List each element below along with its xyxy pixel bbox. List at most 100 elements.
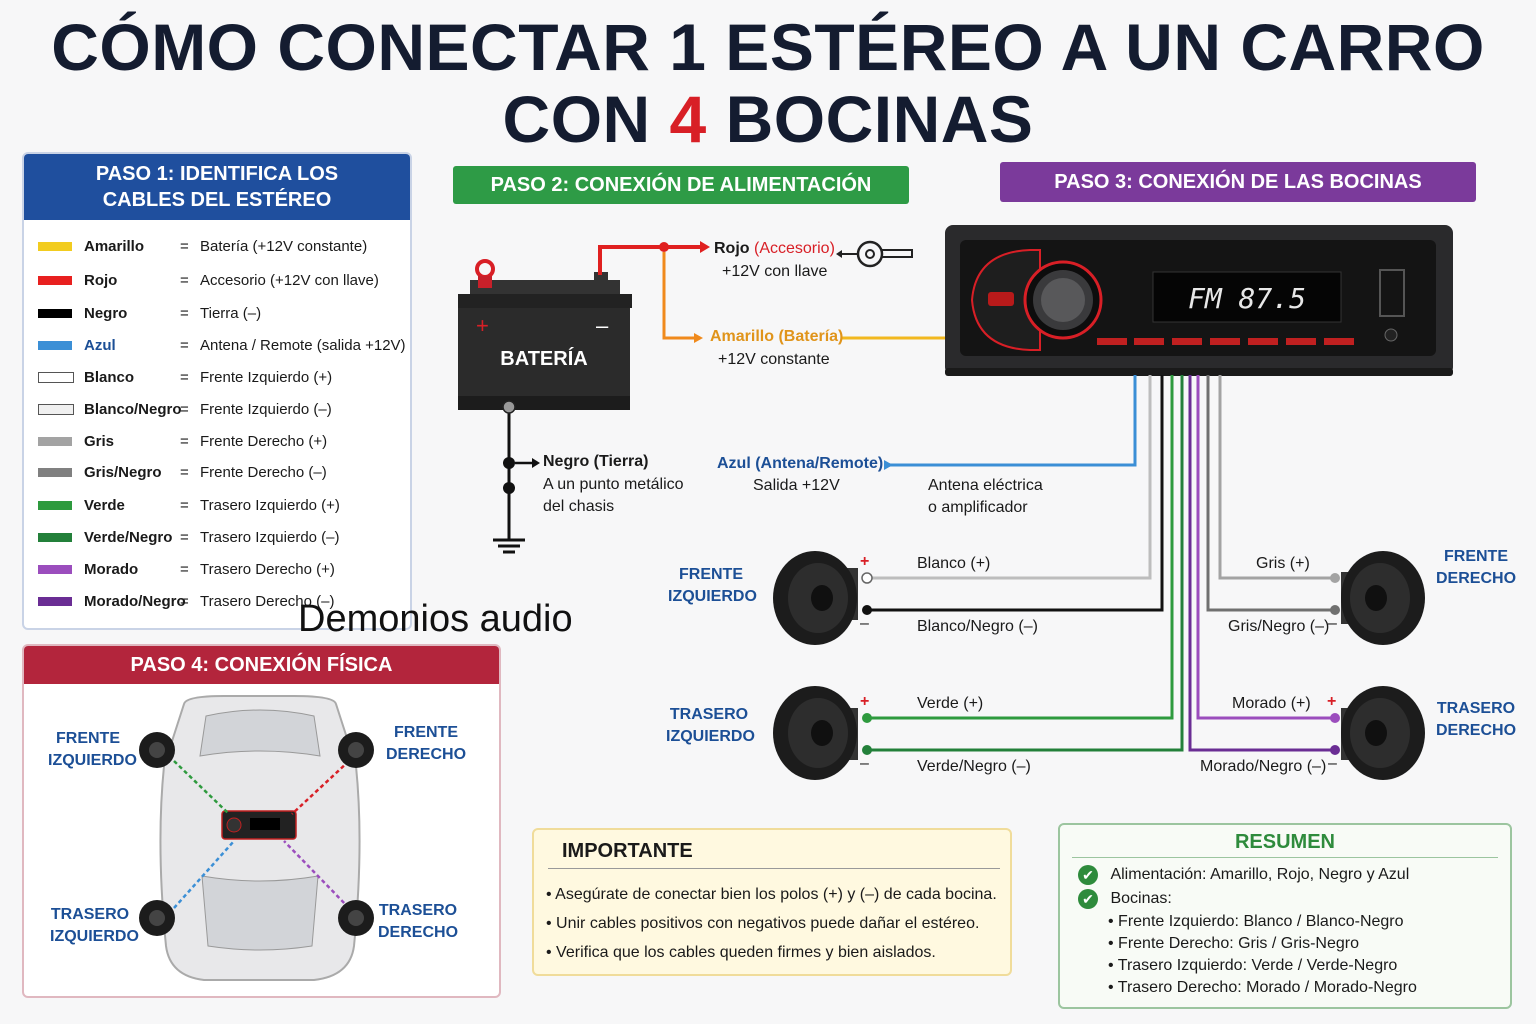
rr-minus: – (1328, 755, 1337, 772)
yellow-wire-label: Amarillo (Batería) (710, 328, 844, 345)
wire-name: Blanco (84, 368, 135, 386)
wire-swatch (38, 403, 74, 415)
purple-pos-label: Morado (+) (1232, 695, 1311, 712)
fl-minus: – (860, 615, 869, 632)
equals-sign: = (180, 336, 189, 354)
black-wire-sub1: A un punto metálico (543, 476, 684, 493)
wire-name: Verde (84, 496, 125, 514)
fr-minus: – (1328, 615, 1337, 632)
battery-plus: + (476, 313, 489, 338)
wire-name: Blanco/Negro (84, 400, 182, 418)
summary-box: RESUMEN ✔ Alimentación: Amarillo, Rojo, … (1058, 823, 1512, 1009)
wire-swatch (38, 275, 72, 285)
wire-row: Azul=Antena / Remote (salida +12V) (24, 331, 410, 359)
speaker-rear-left (773, 686, 858, 780)
summary-title: RESUMEN (1234, 831, 1335, 853)
blue-wire-label: Azul (Antena/Remote) (717, 455, 884, 472)
step3-header: PASO 3: CONEXIÓN DE LAS BOCINAS (1000, 162, 1476, 202)
summary-speakers-row: ✔ Bocinas: (1078, 889, 1172, 909)
wire-description: Trasero Derecho (–) (200, 592, 335, 610)
rl-plus: + (860, 693, 870, 710)
wire-description: Trasero Derecho (+) (200, 560, 335, 578)
wire-row: Gris = Frente Derecho (+) (24, 427, 410, 455)
white-pos-label: Blanco (+) (917, 555, 991, 572)
antenna-label-1: Antena eléctrica (928, 477, 1043, 494)
label-rear-left: TRASERO IZQUIERDO (666, 706, 755, 745)
wire-swatch (38, 371, 74, 383)
key-icon (836, 240, 913, 268)
wire-swatch (38, 596, 72, 606)
wire-name: Azul (84, 336, 116, 354)
wire-swatch (38, 436, 72, 446)
wire-name: Rojo (84, 271, 118, 289)
summary-list: • Frente Izquierdo: Blanco / Blanco-Negr… (1108, 911, 1417, 999)
label-rear-right: TRASERO DERECHO (1436, 700, 1517, 739)
important-box: IMPORTANTE • Asegúrate de conectar bien … (532, 828, 1012, 976)
wire-description: Accesorio (+12V con llave) (200, 271, 379, 289)
wire-description: Tierra (–) (200, 304, 262, 322)
equals-sign: = (180, 463, 189, 481)
battery-graphic (458, 259, 632, 410)
important-title: IMPORTANTE (562, 840, 693, 862)
gray-pos-label: Gris (+) (1256, 555, 1310, 572)
wire-name: Amarillo (84, 237, 145, 255)
equals-sign: = (180, 592, 189, 610)
wire-description: Frente Derecho (+) (200, 432, 328, 450)
wire-name: Morado/Negro (84, 592, 186, 610)
summary-item: • Trasero Izquierdo: Verde / Verde-Negro (1108, 957, 1398, 974)
car-top-view (139, 695, 374, 981)
main-title-line1: CÓMO CONECTAR 1 ESTÉREO A UN CARRO (51, 10, 1485, 84)
equals-sign: = (180, 496, 189, 514)
wire-name: Morado (84, 560, 139, 578)
summary-power-row: ✔ Alimentación: Amarillo, Rojo, Negro y … (1078, 865, 1409, 885)
important-item: • Asegúrate de conectar bien los polos (… (546, 886, 997, 903)
wire-row: Morado/Negro= Trasero Derecho (–) (24, 587, 410, 615)
wire-row: Rojo=Accesorio (+12V con llave) (24, 266, 410, 294)
wire-name: Verde/Negro (84, 528, 173, 546)
battery-label: BATERÍA (500, 348, 588, 370)
wire-description: Trasero Izquierdo (+) (200, 496, 340, 514)
important-list: • Asegúrate de conectar bien los polos (… (546, 880, 997, 967)
wire-swatch (38, 241, 72, 251)
wire-row: Blanco=Frente Izquierdo (+) (24, 363, 410, 391)
equals-sign: = (180, 368, 189, 386)
wire-swatch (38, 564, 72, 574)
step1-panel: PASO 1: IDENTIFICA LOS CABLES DEL ESTÉRE… (22, 152, 412, 630)
check-icon: ✔ (1078, 889, 1098, 909)
important-item: • Verifica que los cables queden firmes … (546, 944, 936, 961)
yellow-wire-sub: +12V constante (718, 351, 830, 368)
wire-description: Frente Derecho (–) (200, 463, 327, 481)
speaker-rear-right (1341, 686, 1425, 780)
equals-sign: = (180, 432, 189, 450)
wire-name: Gris (84, 432, 115, 450)
wire-description: Trasero Izquierdo (–) (200, 528, 340, 546)
wire-swatch (38, 500, 72, 510)
ground-icon (493, 538, 525, 554)
step4-header: PASO 4: CONEXIÓN FÍSICA (24, 646, 499, 684)
speaker-count: 4 (669, 82, 707, 156)
battery-minus: – (596, 313, 609, 338)
wire-name: Negro (84, 304, 128, 322)
wire-row: Verde/Negro = Trasero Izquierdo (–) (24, 523, 410, 551)
wire-row: Negro=Tierra (–) (24, 299, 410, 327)
speaker-front-left (773, 551, 858, 645)
wire-swatch (38, 467, 72, 477)
black-wire-label: Negro (Tierra) (543, 453, 649, 470)
wire-row: Amarillo = Batería (+12V constante) (24, 232, 410, 260)
wire-row: Gris/Negro=Frente Derecho (–) (24, 458, 410, 486)
equals-sign: = (180, 528, 189, 546)
wire-description: Batería (+12V constante) (200, 237, 368, 255)
equals-sign: = (180, 400, 189, 418)
wire-row: Blanco/Negro=Frente Izquierdo (–) (24, 395, 410, 423)
rl-minus: – (860, 755, 869, 772)
wire-row: Verde = Trasero Izquierdo (+) (24, 491, 410, 519)
equals-sign: = (180, 237, 189, 255)
gray-neg-label: Gris/Negro (–) (1228, 618, 1330, 635)
wire-swatch (38, 340, 72, 350)
summary-item: • Frente Derecho: Gris / Gris-Negro (1108, 935, 1359, 952)
